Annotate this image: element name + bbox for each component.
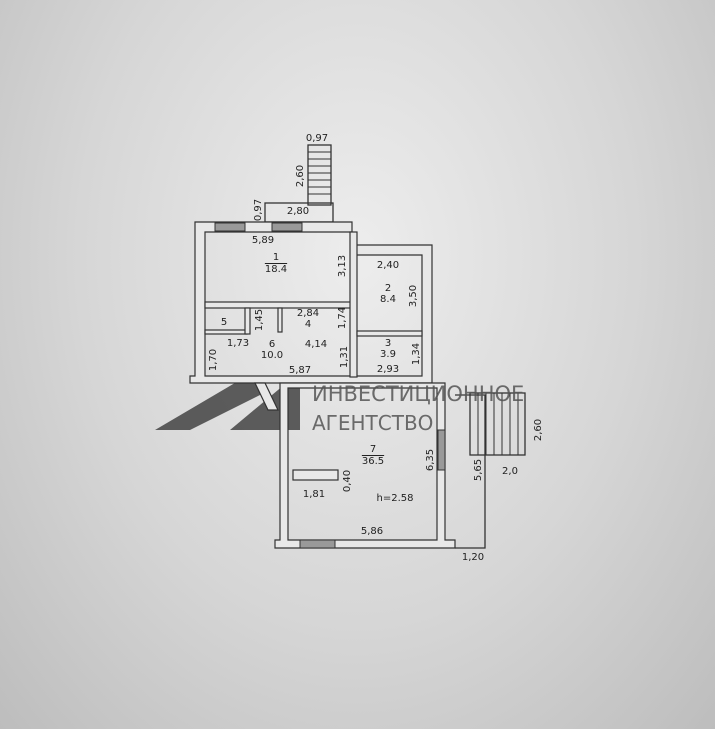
dim-label: 2,84 [297, 308, 319, 319]
dim-label: 1,31 [339, 346, 350, 368]
watermark-line1: ИНВЕСТИЦИОННОЕ [312, 382, 524, 406]
dim-label: 5,65 [473, 459, 484, 481]
room-area: 36.5 [362, 456, 384, 467]
walls [189, 221, 456, 549]
windows [214, 222, 446, 549]
dim-label: 5,86 [361, 526, 383, 537]
dim-label: 2,60 [533, 419, 544, 441]
dim-label: 1,70 [208, 349, 219, 371]
room-number: 4 [305, 319, 311, 330]
room-number: 2 [385, 283, 391, 294]
dim-label: 2,80 [287, 206, 309, 217]
dim-label: 3,13 [337, 255, 348, 277]
room-number: 5 [221, 317, 227, 328]
watermark-line2: АГЕНТСТВО [312, 411, 433, 435]
side-stair [455, 392, 526, 549]
dim-label: 5,89 [252, 235, 274, 246]
room-area: 8.4 [380, 294, 396, 305]
dim-label: 5,87 [289, 365, 311, 376]
room-number: 1 [273, 252, 279, 263]
dim-label: 1,20 [462, 552, 484, 563]
dim-label: 3,50 [408, 285, 419, 307]
dim-label: 0,97 [306, 133, 328, 144]
room-area: 10.0 [261, 350, 283, 361]
dim-label: 2,40 [377, 260, 399, 271]
room-number: 6 [269, 339, 275, 350]
room-number: 7 [370, 444, 376, 455]
dim-label: 2,0 [502, 466, 518, 477]
room-number: 3 [385, 338, 391, 349]
dim-label: 2,93 [377, 364, 399, 375]
room-area: 18.4 [265, 264, 287, 275]
dim-label: 1,34 [411, 343, 422, 365]
dim-label: 0,40 [342, 470, 353, 492]
top-stair [307, 144, 332, 206]
watermark-logo [155, 380, 300, 430]
dim-label: 4,14 [305, 339, 327, 350]
dim-label: 6,35 [425, 449, 436, 471]
dim-label: 1,73 [227, 338, 249, 349]
dim-label: 1,45 [254, 309, 265, 331]
dim-label: 0,97 [253, 199, 264, 221]
ceiling-height: h=2.58 [377, 493, 414, 504]
dim-label: 2,60 [295, 165, 306, 187]
room-area: 3.9 [380, 349, 396, 360]
dim-label: 1,74 [337, 307, 348, 329]
dim-label: 1,81 [303, 489, 325, 500]
